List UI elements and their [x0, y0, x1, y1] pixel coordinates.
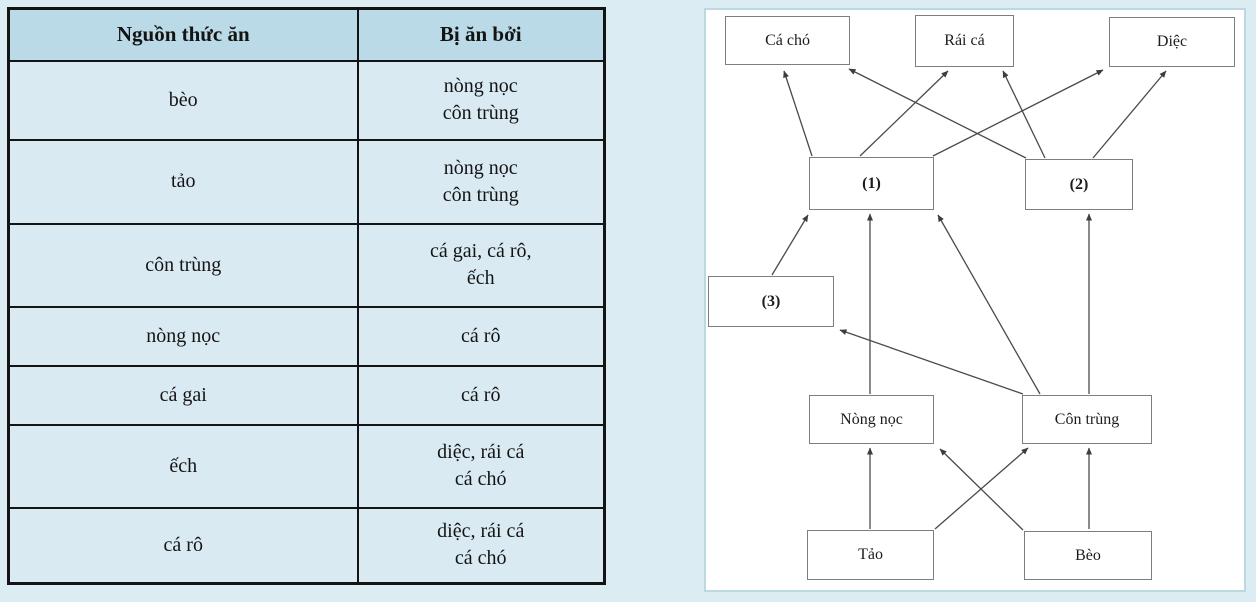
node-blank-2: (2)	[1025, 159, 1133, 210]
arrow-con-trung-to-1	[937, 214, 1041, 395]
eaten-line: cá gai, cá rô,	[429, 240, 532, 262]
arrow-1-to-rai-ca	[859, 70, 949, 157]
table-header-row: Nguồn thức ăn Bị ăn bởi	[7, 7, 606, 62]
arrow-2-to-ca-cho	[848, 68, 1027, 159]
source-cell: tảo	[7, 138, 359, 225]
table-row: nòng nọc cá rô	[7, 305, 606, 367]
eaten-line: côn trùng	[442, 102, 519, 124]
table-row: tảo nòng nọc côn trùng	[7, 138, 606, 225]
source-cell: côn trùng	[7, 222, 359, 308]
arrow-1-to-diec	[932, 69, 1104, 157]
node-con-trung: Côn trùng	[1022, 395, 1152, 444]
table-header: Nguồn thức ăn Bị ăn bởi	[7, 7, 606, 62]
source-cell: nòng nọc	[7, 305, 359, 367]
food-source-table: Nguồn thức ăn Bị ăn bởi bèo nòng nọc côn…	[7, 7, 606, 585]
arrow-2-to-diec	[1092, 70, 1167, 159]
table-row: cá gai cá rô	[7, 364, 606, 426]
eaten-cell: diệc, rái cá cá chó	[356, 423, 606, 509]
table-row: cá rô diệc, rái cá cá chó	[7, 506, 606, 585]
eaten-line: cá rô	[461, 383, 501, 406]
eaten-line: cá chó	[454, 468, 507, 490]
eaten-line: ếch	[466, 267, 495, 289]
food-web-arrows	[771, 68, 1167, 531]
eaten-line: côn trùng	[442, 183, 519, 206]
eaten-cell: diệc, rái cá cá chó	[356, 506, 606, 585]
food-web-diagram: Cá chó Rái cá Diệc (1) (2) (3) Nòng nọc …	[704, 8, 1246, 592]
table-row: bèo nòng nọc côn trùng	[7, 59, 606, 141]
source-cell: cá gai	[7, 364, 359, 426]
column-header-eaten-by: Bị ăn bởi	[356, 7, 606, 62]
arrow-tao-to-con-trung	[934, 447, 1029, 530]
arrow-2-to-rai-ca	[1002, 70, 1046, 159]
column-header-source: Nguồn thức ăn	[7, 7, 359, 62]
node-ca-cho: Cá chó	[725, 16, 850, 65]
node-blank-1: (1)	[809, 157, 934, 210]
table-row: côn trùng cá gai, cá rô, ếch	[7, 222, 606, 308]
eaten-line: diệc, rái cá	[437, 520, 525, 543]
eaten-line: nòng nọc	[443, 75, 518, 97]
table-row: ếch diệc, rái cá cá chó	[7, 423, 606, 509]
eaten-cell: cá gai, cá rô, ếch	[356, 222, 606, 308]
node-diec: Diệc	[1109, 17, 1235, 67]
node-beo: Bèo	[1024, 531, 1152, 580]
source-cell: cá rô	[7, 506, 359, 585]
eaten-cell: cá rô	[356, 305, 606, 367]
eaten-line: nòng nọc	[443, 156, 518, 179]
eaten-line: cá rô	[461, 324, 501, 347]
eaten-line: cá chó	[454, 547, 507, 570]
node-tao: Tảo	[807, 530, 934, 580]
node-rai-ca: Rái cá	[915, 15, 1014, 67]
eaten-cell: nòng nọc côn trùng	[356, 138, 606, 225]
arrow-con-trung-to-3	[839, 329, 1024, 395]
source-cell: ếch	[7, 423, 359, 509]
source-cell: bèo	[7, 59, 359, 141]
node-nong-noc: Nòng nọc	[809, 395, 934, 444]
eaten-cell: cá rô	[356, 364, 606, 426]
arrow-3-to-1	[771, 214, 809, 276]
eaten-line: diệc, rái cá	[437, 441, 525, 463]
arrow-1-to-ca-cho	[783, 70, 813, 157]
arrow-beo-to-nong-noc	[939, 448, 1024, 531]
node-blank-3: (3)	[708, 276, 834, 327]
eaten-cell: nòng nọc côn trùng	[356, 59, 606, 141]
